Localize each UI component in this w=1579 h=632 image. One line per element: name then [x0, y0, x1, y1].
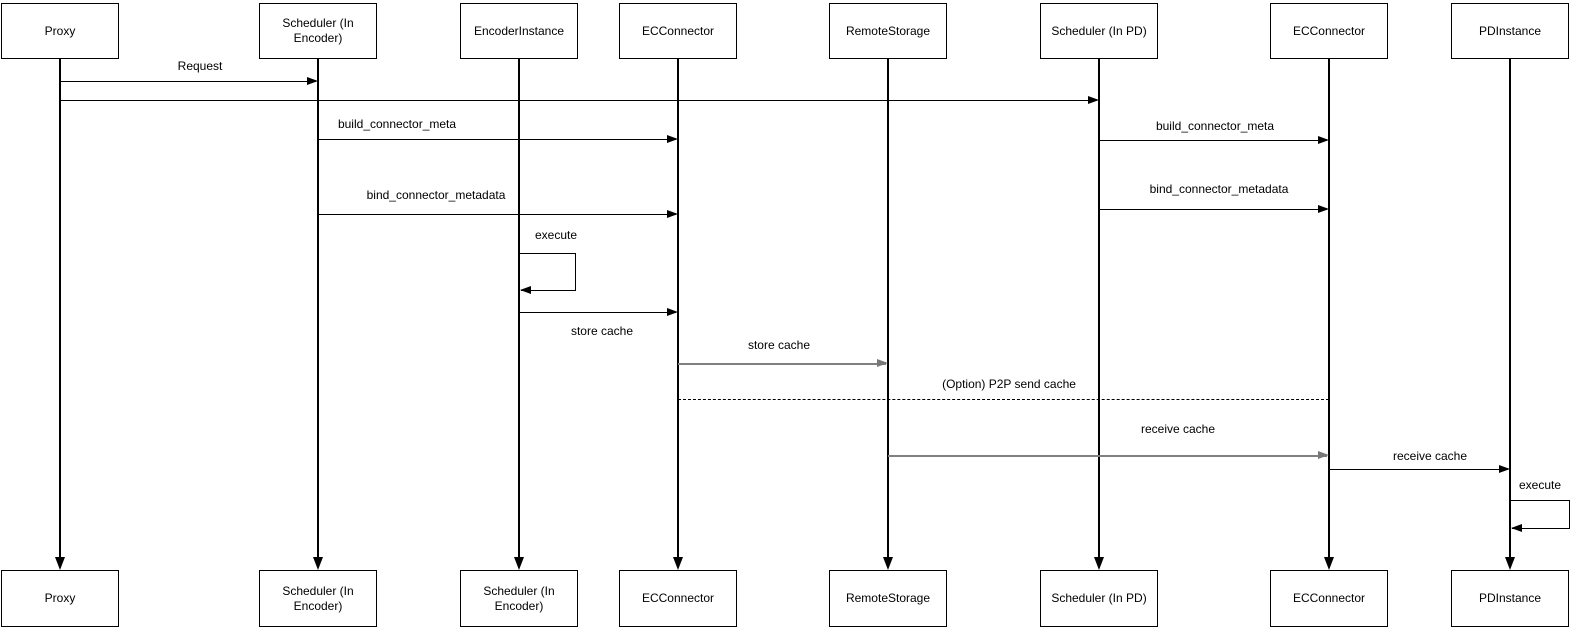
- message-line: [1099, 209, 1327, 210]
- lifeline-end-arrowhead: [1094, 557, 1104, 570]
- message-label: bind_connector_metadata: [364, 188, 508, 202]
- message-line: [1329, 469, 1508, 470]
- self-message-label: execute: [532, 228, 580, 242]
- self-message-top-line: [1510, 500, 1570, 501]
- message-label: store cache: [568, 324, 636, 338]
- participant-bottom-box: RemoteStorage: [829, 570, 947, 627]
- participant-top-box: ECConnector: [1270, 3, 1388, 59]
- message-arrowhead: [307, 77, 318, 86]
- self-message-right-line: [1568, 500, 1570, 528]
- message-line: [1099, 140, 1327, 141]
- participant-bottom-box: Scheduler (In Encoder): [460, 570, 578, 627]
- self-message-right-line: [574, 253, 576, 290]
- message-line: [678, 363, 886, 365]
- lifeline-end-arrowhead: [55, 557, 65, 570]
- message-line: [60, 81, 316, 82]
- message-arrowhead: [667, 135, 678, 144]
- message-label: build_connector_meta: [335, 117, 459, 131]
- lifeline: [518, 59, 520, 557]
- lifeline: [1509, 59, 1511, 557]
- participant-top-box: RemoteStorage: [829, 3, 947, 59]
- lifeline-end-arrowhead: [514, 557, 524, 570]
- lifeline: [1098, 59, 1100, 557]
- participant-bottom-box: ECConnector: [619, 570, 737, 627]
- message-arrowhead: [667, 210, 678, 219]
- message-line: [678, 399, 1329, 400]
- message-arrowhead: [1318, 136, 1329, 145]
- lifeline-end-arrowhead: [313, 557, 323, 570]
- message-label: receive cache: [1390, 449, 1470, 463]
- participant-top-box: Proxy: [1, 3, 119, 59]
- lifeline: [317, 59, 319, 557]
- participant-top-box: PDInstance: [1451, 3, 1569, 59]
- message-line: [888, 455, 1327, 457]
- message-label: bind_connector_metadata: [1147, 182, 1291, 196]
- participant-bottom-box: Proxy: [1, 570, 119, 627]
- lifeline: [1328, 59, 1330, 557]
- participant-bottom-box: PDInstance: [1451, 570, 1569, 627]
- message-arrowhead: [1499, 465, 1510, 474]
- message-line: [318, 139, 676, 140]
- self-message-top-line: [519, 253, 576, 254]
- message-arrowhead: [1318, 451, 1329, 460]
- participant-top-box: EncoderInstance: [460, 3, 578, 59]
- participant-bottom-box: Scheduler (In Encoder): [259, 570, 377, 627]
- self-message-bottom-line: [521, 290, 576, 291]
- participant-bottom-box: ECConnector: [1270, 570, 1388, 627]
- lifeline-end-arrowhead: [1505, 557, 1515, 570]
- lifeline-end-arrowhead: [673, 557, 683, 570]
- participant-top-box: ECConnector: [619, 3, 737, 59]
- message-line: [519, 312, 676, 313]
- message-arrowhead: [1088, 96, 1099, 105]
- participant-bottom-box: Scheduler (In PD): [1040, 570, 1158, 627]
- lifeline: [887, 59, 889, 557]
- self-message-bottom-line: [1512, 528, 1570, 529]
- message-line: [60, 100, 1097, 101]
- participant-top-box: Scheduler (In PD): [1040, 3, 1158, 59]
- message-label: store cache: [745, 338, 813, 352]
- message-label: receive cache: [1138, 422, 1218, 436]
- message-label: build_connector_meta: [1153, 119, 1277, 133]
- participant-top-box: Scheduler (In Encoder): [259, 3, 377, 59]
- self-message-label: execute: [1516, 478, 1564, 492]
- message-arrowhead: [1318, 205, 1329, 214]
- message-line: [318, 214, 676, 215]
- message-arrowhead: [877, 359, 888, 368]
- lifeline-end-arrowhead: [883, 557, 893, 570]
- lifeline: [59, 59, 61, 557]
- lifeline: [677, 59, 679, 557]
- message-arrowhead: [667, 308, 678, 317]
- message-label: (Option) P2P send cache: [940, 377, 1078, 391]
- message-label: Request: [175, 59, 225, 73]
- lifeline-end-arrowhead: [1324, 557, 1334, 570]
- self-message-arrowhead: [520, 286, 532, 295]
- self-message-arrowhead: [1511, 524, 1523, 533]
